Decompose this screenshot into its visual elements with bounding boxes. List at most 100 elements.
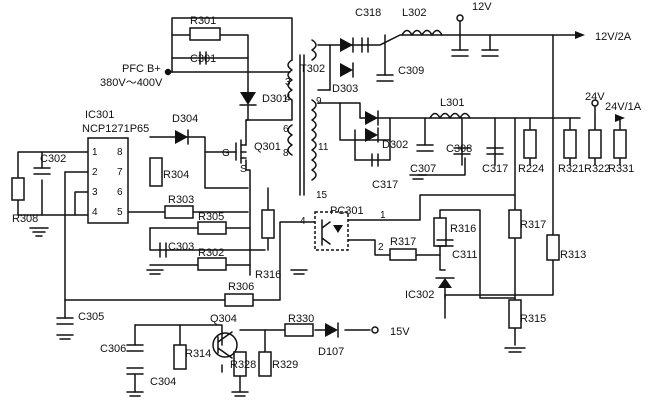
ic302-triangle — [438, 278, 452, 288]
terminals — [371, 14, 625, 334]
resistors — [11, 27, 627, 377]
c302-label: C302 — [40, 153, 66, 165]
pc301-pin2: 2 — [378, 242, 384, 253]
c301-label: C301 — [190, 53, 216, 65]
r302-label: R302 — [198, 247, 224, 259]
r304-label: R304 — [163, 169, 189, 181]
ic301-pin1: 1 — [92, 147, 98, 158]
c305-label: C305 — [78, 311, 104, 323]
r316b-label: R316 — [450, 223, 476, 235]
12v-label: 12V — [472, 1, 492, 13]
diodes — [175, 37, 455, 338]
r303-body — [164, 205, 194, 219]
labels: PFC B+ 380V～400V 12V 12V/2A 24V 24V/1A 1… — [12, 1, 642, 388]
r317b-label: R317 — [520, 219, 546, 231]
r301-label: R301 — [190, 15, 216, 27]
r317b-body — [508, 209, 522, 239]
c309-label: C309 — [398, 65, 424, 77]
r224-label: R224 — [518, 163, 544, 175]
t302-pin8: 8 — [283, 148, 289, 159]
transistor-q304 — [212, 331, 238, 359]
t302-pin6: 6 — [283, 124, 289, 135]
mosfet-q301 — [235, 139, 247, 164]
ic301-pin8: 8 — [117, 147, 123, 158]
r308-label: R308 — [12, 213, 38, 225]
ic301-ref: IC301 — [85, 109, 114, 121]
r321-label: R321 — [558, 163, 584, 175]
r314-label: R314 — [185, 348, 211, 360]
r322-label: R322 — [584, 163, 610, 175]
c318-label: C318 — [355, 7, 381, 19]
d302a-triangle — [365, 111, 378, 125]
12v-output-label: 12V/2A — [595, 31, 632, 43]
ic301-pin3: 3 — [92, 187, 98, 198]
r313-body — [546, 234, 560, 261]
r328-body — [233, 351, 247, 377]
r329-body — [258, 351, 272, 377]
r305-label: R305 — [198, 211, 224, 223]
d302b-triangle — [365, 128, 378, 142]
r316a-body — [261, 209, 275, 239]
t302-pin3: 3 — [285, 77, 291, 88]
r316a-label: R316 — [255, 269, 281, 281]
ground-symbols — [29, 174, 526, 397]
r331-body — [613, 129, 627, 159]
transformer-t302 — [287, 39, 317, 196]
r306-label: R306 — [228, 281, 254, 293]
pc301-pin1: 1 — [380, 210, 386, 221]
24v-output-arrow — [615, 114, 625, 122]
r315-label: R315 — [520, 313, 546, 325]
t302-pin9: 9 — [316, 96, 322, 107]
15v-label: 15V — [390, 326, 410, 338]
r330-label: R330 — [288, 313, 314, 325]
12v-terminal — [456, 14, 464, 22]
gate-label: G — [222, 148, 230, 159]
r328-label: R328 — [230, 359, 256, 371]
c307-label: C307 — [410, 163, 436, 175]
source-label: S — [240, 164, 247, 175]
c317b-label: C317 — [372, 179, 398, 191]
t302-pin15: 15 — [316, 190, 328, 201]
c308-label: C308 — [446, 143, 472, 155]
l301-label: L301 — [440, 97, 464, 109]
r330-body — [284, 323, 314, 337]
ic301-pin6: 6 — [117, 187, 123, 198]
pfc-voltage-label: 380V～400V — [100, 77, 163, 89]
r315-body — [508, 299, 522, 329]
r316b-body — [433, 217, 447, 247]
r305-body — [197, 221, 227, 235]
ic301-pin4: 4 — [92, 207, 98, 218]
15v-terminal — [371, 326, 379, 334]
optocoupler-pc301 — [314, 211, 349, 251]
q304-label: Q304 — [210, 313, 237, 325]
t302-pin11: 11 — [318, 142, 329, 153]
pc301-pin4: 4 — [300, 216, 306, 227]
ic301-chip — [87, 137, 129, 224]
r314-body — [173, 344, 187, 370]
d302-label: D302 — [382, 139, 408, 151]
ic301-pin5: 5 — [117, 207, 123, 218]
c317-label: C317 — [482, 163, 508, 175]
capacitors — [33, 37, 504, 375]
r301-body — [189, 27, 221, 41]
r313-label: R313 — [560, 249, 586, 261]
pfc-label: PFC B+ — [122, 63, 161, 75]
r304-body — [149, 157, 163, 187]
d301-triangle — [240, 92, 256, 105]
t302-ref: T302 — [300, 63, 325, 75]
inductors — [401, 29, 471, 119]
d303-label: D303 — [332, 83, 358, 95]
r331-label: R331 — [608, 163, 634, 175]
d303a-triangle — [340, 38, 353, 52]
r306-body — [224, 293, 254, 307]
r302-body — [197, 257, 227, 271]
r322-body — [588, 129, 602, 159]
c311-label: C311 — [452, 249, 477, 261]
24v-label: 24V — [585, 91, 605, 103]
ic301-pin2: 2 — [92, 167, 98, 178]
r321-body — [563, 129, 577, 159]
d304-label: D304 — [172, 113, 198, 125]
c306-label: C306 — [100, 343, 126, 355]
r308-body — [11, 177, 25, 201]
24v-output-label: 24V/1A — [605, 101, 642, 113]
